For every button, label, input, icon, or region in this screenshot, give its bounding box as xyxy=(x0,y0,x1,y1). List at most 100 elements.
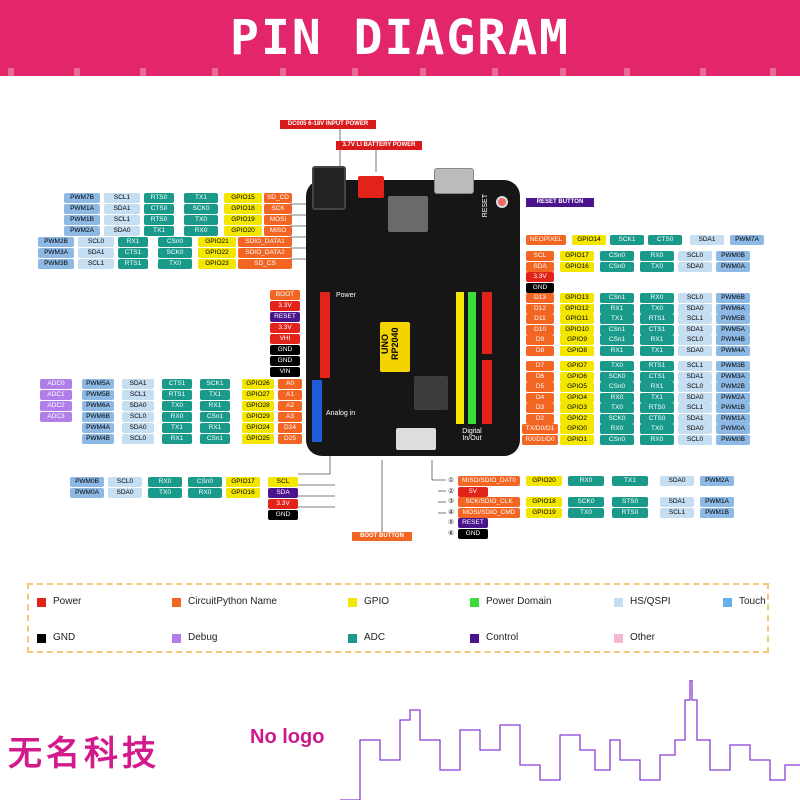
header-tick xyxy=(560,68,566,76)
pin-function: SCL1 xyxy=(678,361,712,371)
pin-function: SCL1 xyxy=(678,314,712,324)
pin-function: RX0 xyxy=(188,488,222,498)
pin-function: RX1 xyxy=(640,335,674,345)
pin-function: PWM1A xyxy=(64,204,100,214)
pin-function: PWM4A xyxy=(82,423,114,433)
pin-function: SCL0 xyxy=(678,293,712,303)
pin-function: CSn1 xyxy=(600,293,634,303)
pin-function: SCK0 xyxy=(600,372,634,382)
header-tick xyxy=(700,68,706,76)
pin-function: PWM3A xyxy=(38,248,74,258)
pin-function: PWM7B xyxy=(64,193,100,203)
pin-function: SDA0 xyxy=(678,262,712,272)
pin-function: PWM2B xyxy=(38,237,74,247)
legend-label: ADC xyxy=(364,632,386,643)
pin-function: GPIO6 xyxy=(560,372,594,382)
pin-function: GPIO15 xyxy=(224,193,262,203)
pin-function: RX0 xyxy=(640,293,674,303)
pin-function: RX0 xyxy=(640,251,674,261)
pin-function: GPIO9 xyxy=(560,335,594,345)
pin-function: CTS1 xyxy=(162,379,192,389)
header-tick xyxy=(280,68,286,76)
title-banner: PIN DIAGRAM xyxy=(0,0,800,76)
pin-function: PWM0A xyxy=(716,262,750,272)
pin-function: RTS0 xyxy=(144,215,174,225)
boot-button-label: BOOT BUTTON xyxy=(352,532,412,541)
pin-function: GPIO2 xyxy=(560,414,594,424)
section-power-label: Power xyxy=(336,292,356,299)
pin-function: GPIO7 xyxy=(560,361,594,371)
pin-function: PWM1A xyxy=(716,414,750,424)
pin-name: MOSI/SDIO_CMD xyxy=(458,508,520,518)
pin-function: GPIO19 xyxy=(224,215,262,225)
pin-function: PWM2A xyxy=(716,393,750,403)
pin-function: TX0 xyxy=(148,488,182,498)
pin-function: SCK0 xyxy=(600,414,634,424)
legend-label: GPIO xyxy=(364,596,390,607)
header-tick xyxy=(74,68,80,76)
pin-function: GPIO17 xyxy=(560,251,594,261)
pin-function: SDA0 xyxy=(678,393,712,403)
pin-function: PWM6A xyxy=(82,401,114,411)
pin-function: SCL0 xyxy=(122,412,154,422)
pin-name: GND xyxy=(526,283,554,293)
pin-function: GPIO0 xyxy=(560,424,594,434)
pin-function: SCL0 xyxy=(678,251,712,261)
page-title: PIN DIAGRAM xyxy=(230,10,570,66)
pin-function: GPIO8 xyxy=(560,346,594,356)
pin-function: GPIO28 xyxy=(242,401,274,411)
pin-function: RX0 xyxy=(600,424,634,434)
pin-function: SCL0 xyxy=(678,382,712,392)
pin-name: A2 xyxy=(278,401,302,411)
pin-name: SDIO_DATA1 xyxy=(238,237,292,247)
pin-name: D24 xyxy=(278,423,302,433)
pin-name: SD_CS xyxy=(238,259,292,269)
pin-function: RTS1 xyxy=(162,390,192,400)
pin-function: SCK0 xyxy=(158,248,192,258)
pin-function: SCL1 xyxy=(104,193,140,203)
legend-item: ADC xyxy=(348,632,386,643)
pin-name: D13 xyxy=(526,293,554,303)
pin-function: SCL0 xyxy=(78,237,114,247)
pin-name: SCK/SDIO_CLK xyxy=(458,497,520,507)
pin-function: PWM0B xyxy=(716,435,750,445)
pin-function: GPIO26 xyxy=(242,379,274,389)
pin-function: GPIO11 xyxy=(560,314,594,324)
legend-swatch xyxy=(723,598,732,607)
pin-function: RX1 xyxy=(600,346,634,356)
pin-function: RX1 xyxy=(162,434,192,444)
legend-label: Debug xyxy=(188,632,218,643)
pin-function: GPIO17 xyxy=(226,477,260,487)
legend-label: Power Domain xyxy=(486,596,552,607)
pin-function: SDA1 xyxy=(104,204,140,214)
pin-function: PWM1B xyxy=(716,403,750,413)
pin-function: PWM6B xyxy=(82,412,114,422)
pin-function: RX1 xyxy=(200,401,230,411)
pin-function: TX0 xyxy=(568,508,604,518)
legend-label: Power xyxy=(53,596,82,607)
pin-function: TX0 xyxy=(600,361,634,371)
pin-function: ADC2 xyxy=(40,401,72,411)
pin-function: PWM3B xyxy=(716,361,750,371)
pin-function: CTS1 xyxy=(118,248,148,258)
pin-function: PWM1B xyxy=(700,508,734,518)
pin-function: SDA0 xyxy=(660,476,694,486)
legend-swatch xyxy=(37,598,46,607)
pin-name: D5 xyxy=(526,382,554,392)
pin-function: ADC3 xyxy=(40,412,72,422)
legend-item: GND xyxy=(37,633,75,643)
dc-jack xyxy=(312,166,346,210)
pin-function: SCL1 xyxy=(660,508,694,518)
pin-name: SDA xyxy=(526,262,554,272)
pin-number: ④ xyxy=(448,509,454,516)
pin-function: TX0 xyxy=(158,259,192,269)
pin-function: STS0 xyxy=(612,497,648,507)
usb-port xyxy=(434,168,474,194)
header-tick xyxy=(212,68,218,76)
pin-function: CSn0 xyxy=(600,435,634,445)
pin-function: TX1 xyxy=(200,390,230,400)
pin-function: GPIO20 xyxy=(526,476,562,486)
pin-name: SDIO_DATA2 xyxy=(238,248,292,258)
pin-function: PWM2A xyxy=(700,476,734,486)
pin-function: TX0 xyxy=(640,424,674,434)
